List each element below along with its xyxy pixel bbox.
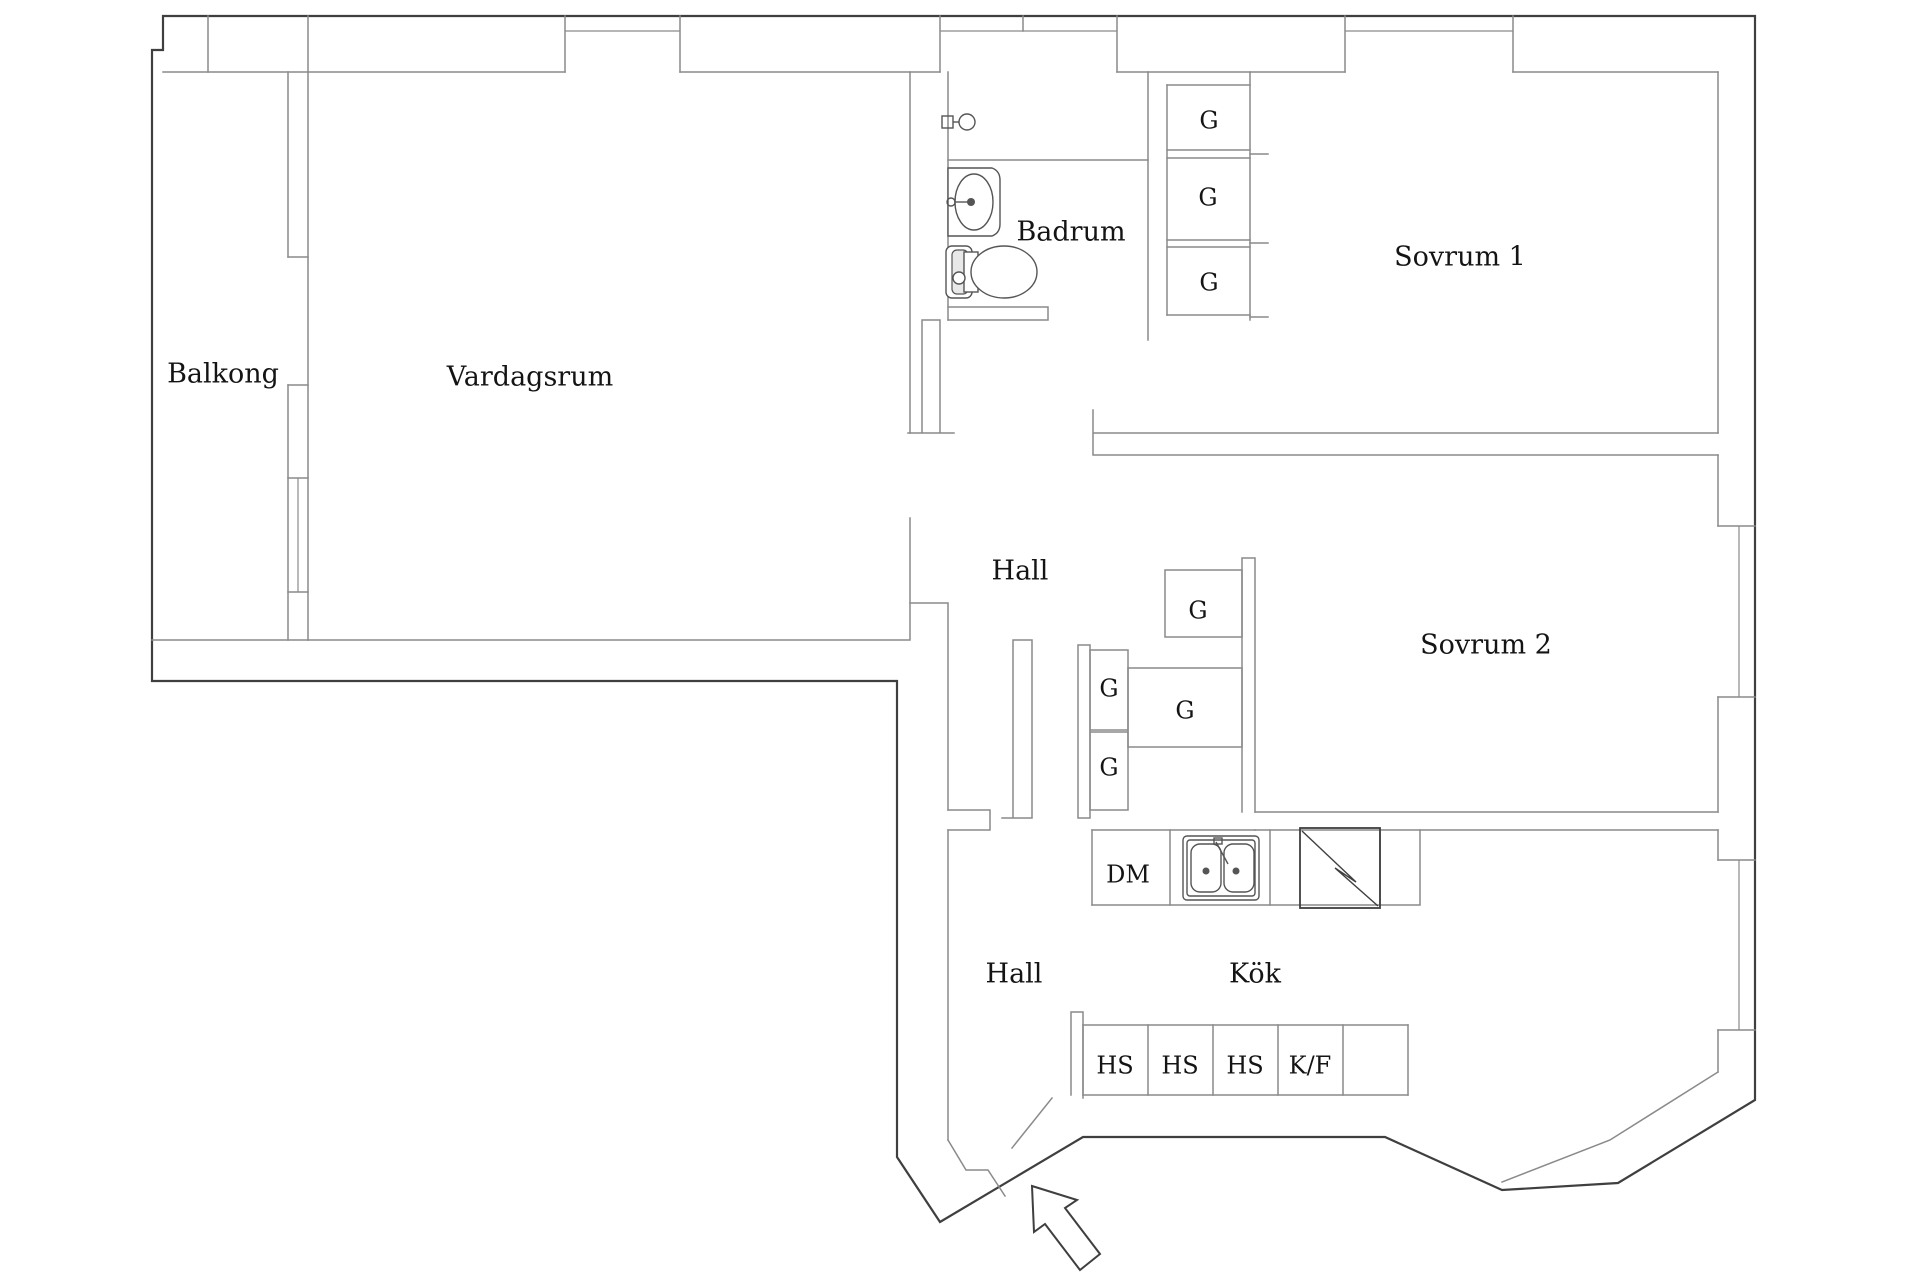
label-g-3: G [1199,269,1218,297]
kitchen-sink [1182,835,1260,901]
label-badrum: Badrum [1016,217,1125,248]
bedroom-divider-wall [1092,409,1719,456]
label-hall-lower: Hall [986,959,1043,990]
label-hs-2: HS [1161,1052,1198,1080]
label-hs-1: HS [1096,1052,1133,1080]
label-balkong: Balkong [167,359,279,390]
top-wall-inner [162,15,1719,73]
bathroom-sink [946,167,1001,237]
label-vardagsrum: Vardagsrum [446,362,613,393]
closet-block-lower [1001,557,1256,819]
label-g-5: G [1099,675,1118,703]
label-g-7: G [1099,754,1118,782]
label-g-6: G [1175,697,1194,725]
label-g-2: G [1198,184,1217,212]
label-hs-3: HS [1226,1052,1263,1080]
shower-mixer-icon [941,113,976,131]
label-dm: DM [1106,861,1150,889]
kitchen-walls [946,811,1719,1198]
right-wall-inner [1501,71,1756,1183]
balcony-walls [151,71,309,641]
label-kok: Kök [1229,959,1282,990]
stove-icon [1299,827,1381,909]
label-g-1: G [1199,107,1218,135]
toilet [945,245,1038,299]
label-g-4: G [1188,597,1207,625]
outer-wall [150,14,1757,1224]
label-hall-upper: Hall [992,556,1049,587]
entrance-arrow [1030,1184,1102,1272]
label-sovrum-1: Sovrum 1 [1394,242,1526,273]
label-sovrum-2: Sovrum 2 [1420,630,1552,661]
closet-column-upper [1166,71,1269,321]
label-kf: K/F [1289,1052,1332,1080]
